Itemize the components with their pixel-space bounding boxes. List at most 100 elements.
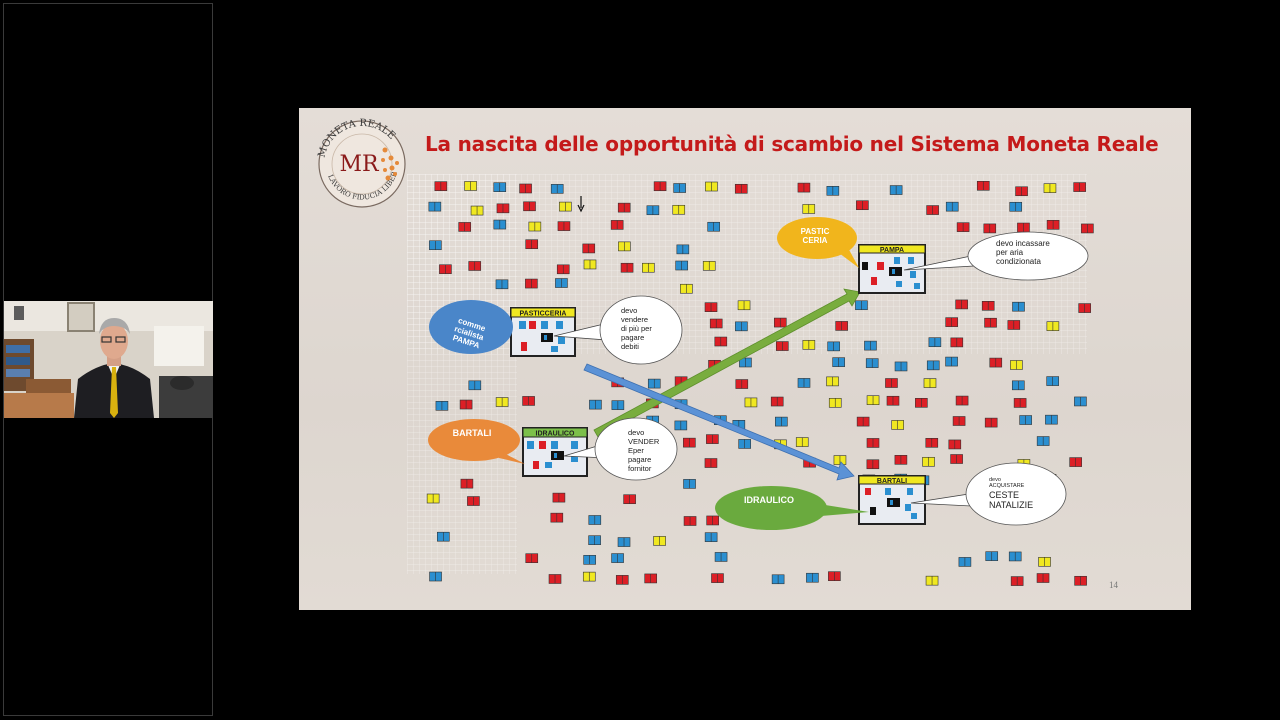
market-cell — [955, 395, 969, 406]
market-cell — [891, 420, 904, 430]
shop-bartali: BARTALI — [858, 475, 926, 525]
market-cell — [525, 239, 539, 250]
market-cell — [826, 186, 840, 196]
market-cell — [519, 183, 532, 194]
market-cell — [642, 262, 655, 273]
market-cell — [683, 479, 696, 489]
market-cell — [981, 300, 995, 311]
market-cell — [802, 204, 816, 214]
market-cell — [955, 299, 968, 310]
market-cell — [885, 378, 898, 388]
presenter-video-tile[interactable] — [4, 301, 213, 418]
market-cell — [1045, 414, 1058, 425]
market-cell — [623, 494, 636, 505]
market-cell — [1074, 396, 1087, 407]
market-cell — [922, 456, 935, 467]
market-cell — [588, 535, 601, 545]
market-cell — [644, 573, 658, 584]
market-cell — [738, 439, 751, 449]
market-cell — [735, 379, 749, 389]
market-cell — [952, 416, 966, 426]
market-cell — [528, 221, 542, 232]
market-cell — [826, 376, 839, 387]
actor-pampa-bubble: commercialistaPAMPA — [429, 300, 513, 354]
market-cell — [589, 399, 602, 410]
market-cell — [523, 201, 536, 212]
market-cell — [676, 244, 690, 255]
market-cell — [653, 181, 667, 192]
market-cell — [1081, 223, 1094, 234]
market-cell — [1015, 186, 1028, 197]
market-cell — [1038, 557, 1051, 567]
blue-arrow — [583, 363, 855, 481]
market-cell — [1019, 415, 1032, 425]
actor-bartali-bubble: BARTALI — [428, 419, 525, 464]
shop-label: PAMPA — [880, 247, 904, 254]
market-cell — [1010, 576, 1024, 586]
market-cell — [704, 458, 718, 468]
market-cell — [615, 575, 629, 585]
market-cell — [705, 181, 718, 192]
market-cell — [493, 182, 507, 193]
market-cell — [429, 571, 442, 582]
market-cell — [1046, 321, 1060, 331]
market-cell — [458, 222, 472, 232]
market-cell — [525, 278, 538, 289]
market-cell — [1046, 220, 1060, 230]
market-cell — [646, 205, 660, 216]
market-cell — [923, 378, 937, 388]
moneta-reale-logo: MONETA REALE LAVORO FIDUCIA LIBERTÀ MR — [299, 108, 406, 208]
market-cell — [984, 317, 997, 328]
market-cell — [556, 264, 570, 275]
market-cell — [704, 532, 718, 542]
market-cell — [775, 341, 789, 351]
market-cell — [610, 220, 624, 230]
market-cell — [1074, 575, 1087, 586]
market-cell — [1078, 303, 1091, 313]
market-cell — [775, 416, 788, 427]
market-cell — [1013, 398, 1027, 408]
market-cell — [1046, 376, 1059, 386]
market-cell — [806, 572, 819, 583]
market-cell — [925, 575, 939, 586]
market-cell — [1043, 183, 1057, 193]
market-cell — [827, 341, 840, 352]
market-cell — [467, 496, 480, 506]
market-cell — [915, 398, 928, 408]
shop-idraulico: IDRAULICO — [522, 427, 588, 477]
market-cell — [1010, 360, 1023, 370]
market-cell — [714, 336, 728, 347]
market-cell — [773, 317, 787, 328]
market-cell — [583, 259, 597, 270]
market-cell — [889, 185, 903, 195]
market-cell — [525, 553, 539, 564]
market-cell — [770, 396, 784, 407]
cursor-arrow-icon — [577, 196, 585, 213]
market-cell — [672, 204, 686, 215]
market-cell — [620, 262, 634, 273]
market-cell — [1012, 301, 1025, 312]
slide-page-number: 14 — [1109, 580, 1118, 590]
market-cell — [460, 478, 474, 489]
market-cell — [617, 202, 631, 213]
market-cell — [611, 553, 624, 563]
market-cell — [436, 531, 450, 542]
market-cell — [704, 302, 718, 312]
shop-label: BARTALI — [877, 478, 907, 485]
market-cell — [894, 455, 908, 465]
market-cell — [886, 395, 900, 406]
market-cell — [985, 551, 999, 561]
market-cell — [1073, 182, 1086, 192]
market-cell — [468, 261, 482, 271]
market-cell — [855, 300, 868, 311]
market-cell — [866, 459, 880, 470]
market-cell — [583, 555, 596, 565]
market-cell — [675, 260, 688, 271]
market-cell — [948, 439, 962, 450]
slide-title: La nascita delle opportunità di scambio … — [425, 132, 1159, 156]
market-cell — [618, 241, 631, 252]
